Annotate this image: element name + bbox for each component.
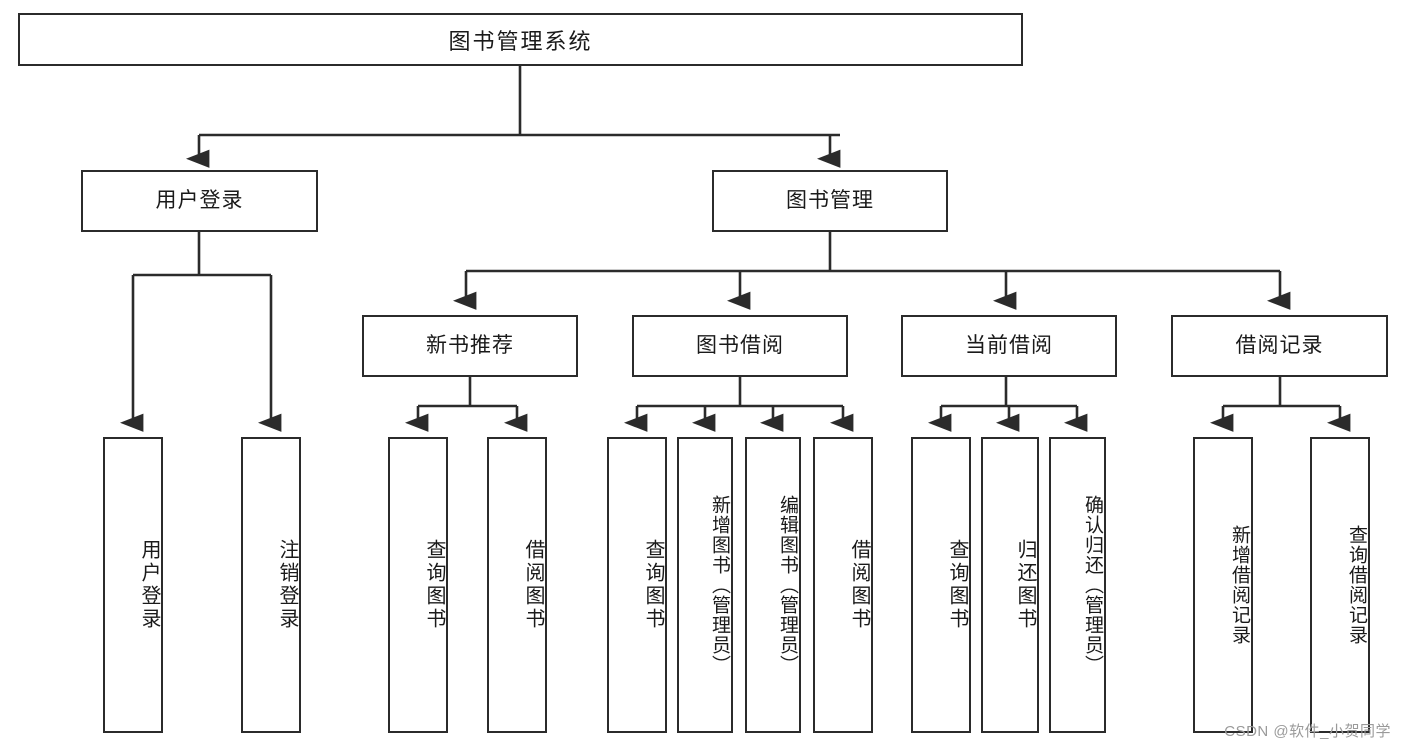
node-user-login[interactable]: 用户登录	[81, 170, 318, 232]
leaf-book-borrow-edit-book-admin[interactable]: 编辑图书（管理员）	[745, 437, 801, 733]
leaf-user-login-logout[interactable]: 注销登录	[241, 437, 301, 733]
leaf-book-borrow-add-book-admin[interactable]: 新增图书（管理员）	[677, 437, 733, 733]
leaf-borrow-records-query-record[interactable]: 查询借阅记录	[1310, 437, 1370, 733]
leaf-borrow-records-add-record[interactable]: 新增借阅记录	[1193, 437, 1253, 733]
leaf-new-book-borrow-book[interactable]: 借阅图书	[487, 437, 547, 733]
node-label: 新增借阅记录	[1229, 525, 1250, 645]
node-label: 查询图书	[642, 539, 664, 631]
leaf-current-borrow-query-book[interactable]: 查询图书	[911, 437, 971, 733]
node-label: 查询借阅记录	[1346, 525, 1367, 645]
node-new-book-recommend[interactable]: 新书推荐	[362, 315, 578, 377]
node-label: 用户登录	[138, 539, 160, 631]
node-label: 当前借阅	[965, 334, 1053, 358]
node-label: 归还图书	[1014, 539, 1036, 631]
node-label: 借阅图书	[848, 539, 870, 631]
node-book-borrow[interactable]: 图书借阅	[632, 315, 848, 377]
node-label: 确认归还（管理员）	[1082, 495, 1103, 675]
node-book-management[interactable]: 图书管理	[712, 170, 948, 232]
leaf-current-borrow-return-book[interactable]: 归还图书	[981, 437, 1039, 733]
node-label: 编辑图书（管理员）	[777, 495, 798, 675]
csdn-watermark: CSDN @软件_小贺同学	[1224, 723, 1391, 740]
leaf-book-borrow-borrow-book[interactable]: 借阅图书	[813, 437, 873, 733]
node-label: 借阅图书	[522, 539, 544, 631]
leaf-user-login-login[interactable]: 用户登录	[103, 437, 163, 733]
leaf-new-book-query-book[interactable]: 查询图书	[388, 437, 448, 733]
node-current-borrow[interactable]: 当前借阅	[901, 315, 1117, 377]
node-label: 借阅记录	[1235, 334, 1324, 358]
leaf-book-borrow-query-book[interactable]: 查询图书	[607, 437, 667, 733]
node-borrow-records[interactable]: 借阅记录	[1171, 315, 1388, 377]
node-label: 查询图书	[946, 539, 968, 631]
node-label: 图书管理	[786, 189, 874, 213]
node-label: 注销登录	[276, 539, 298, 631]
node-label: 查询图书	[423, 539, 445, 631]
node-root-book-management-system[interactable]: 图书管理系统	[18, 13, 1023, 66]
node-label: 新增图书（管理员）	[709, 495, 730, 675]
node-label: 图书管理系统	[448, 28, 593, 54]
node-label: 新书推荐	[426, 334, 514, 358]
leaf-current-borrow-confirm-return-admin[interactable]: 确认归还（管理员）	[1049, 437, 1106, 733]
node-label: 图书借阅	[696, 334, 784, 358]
node-label: 用户登录	[155, 189, 244, 213]
